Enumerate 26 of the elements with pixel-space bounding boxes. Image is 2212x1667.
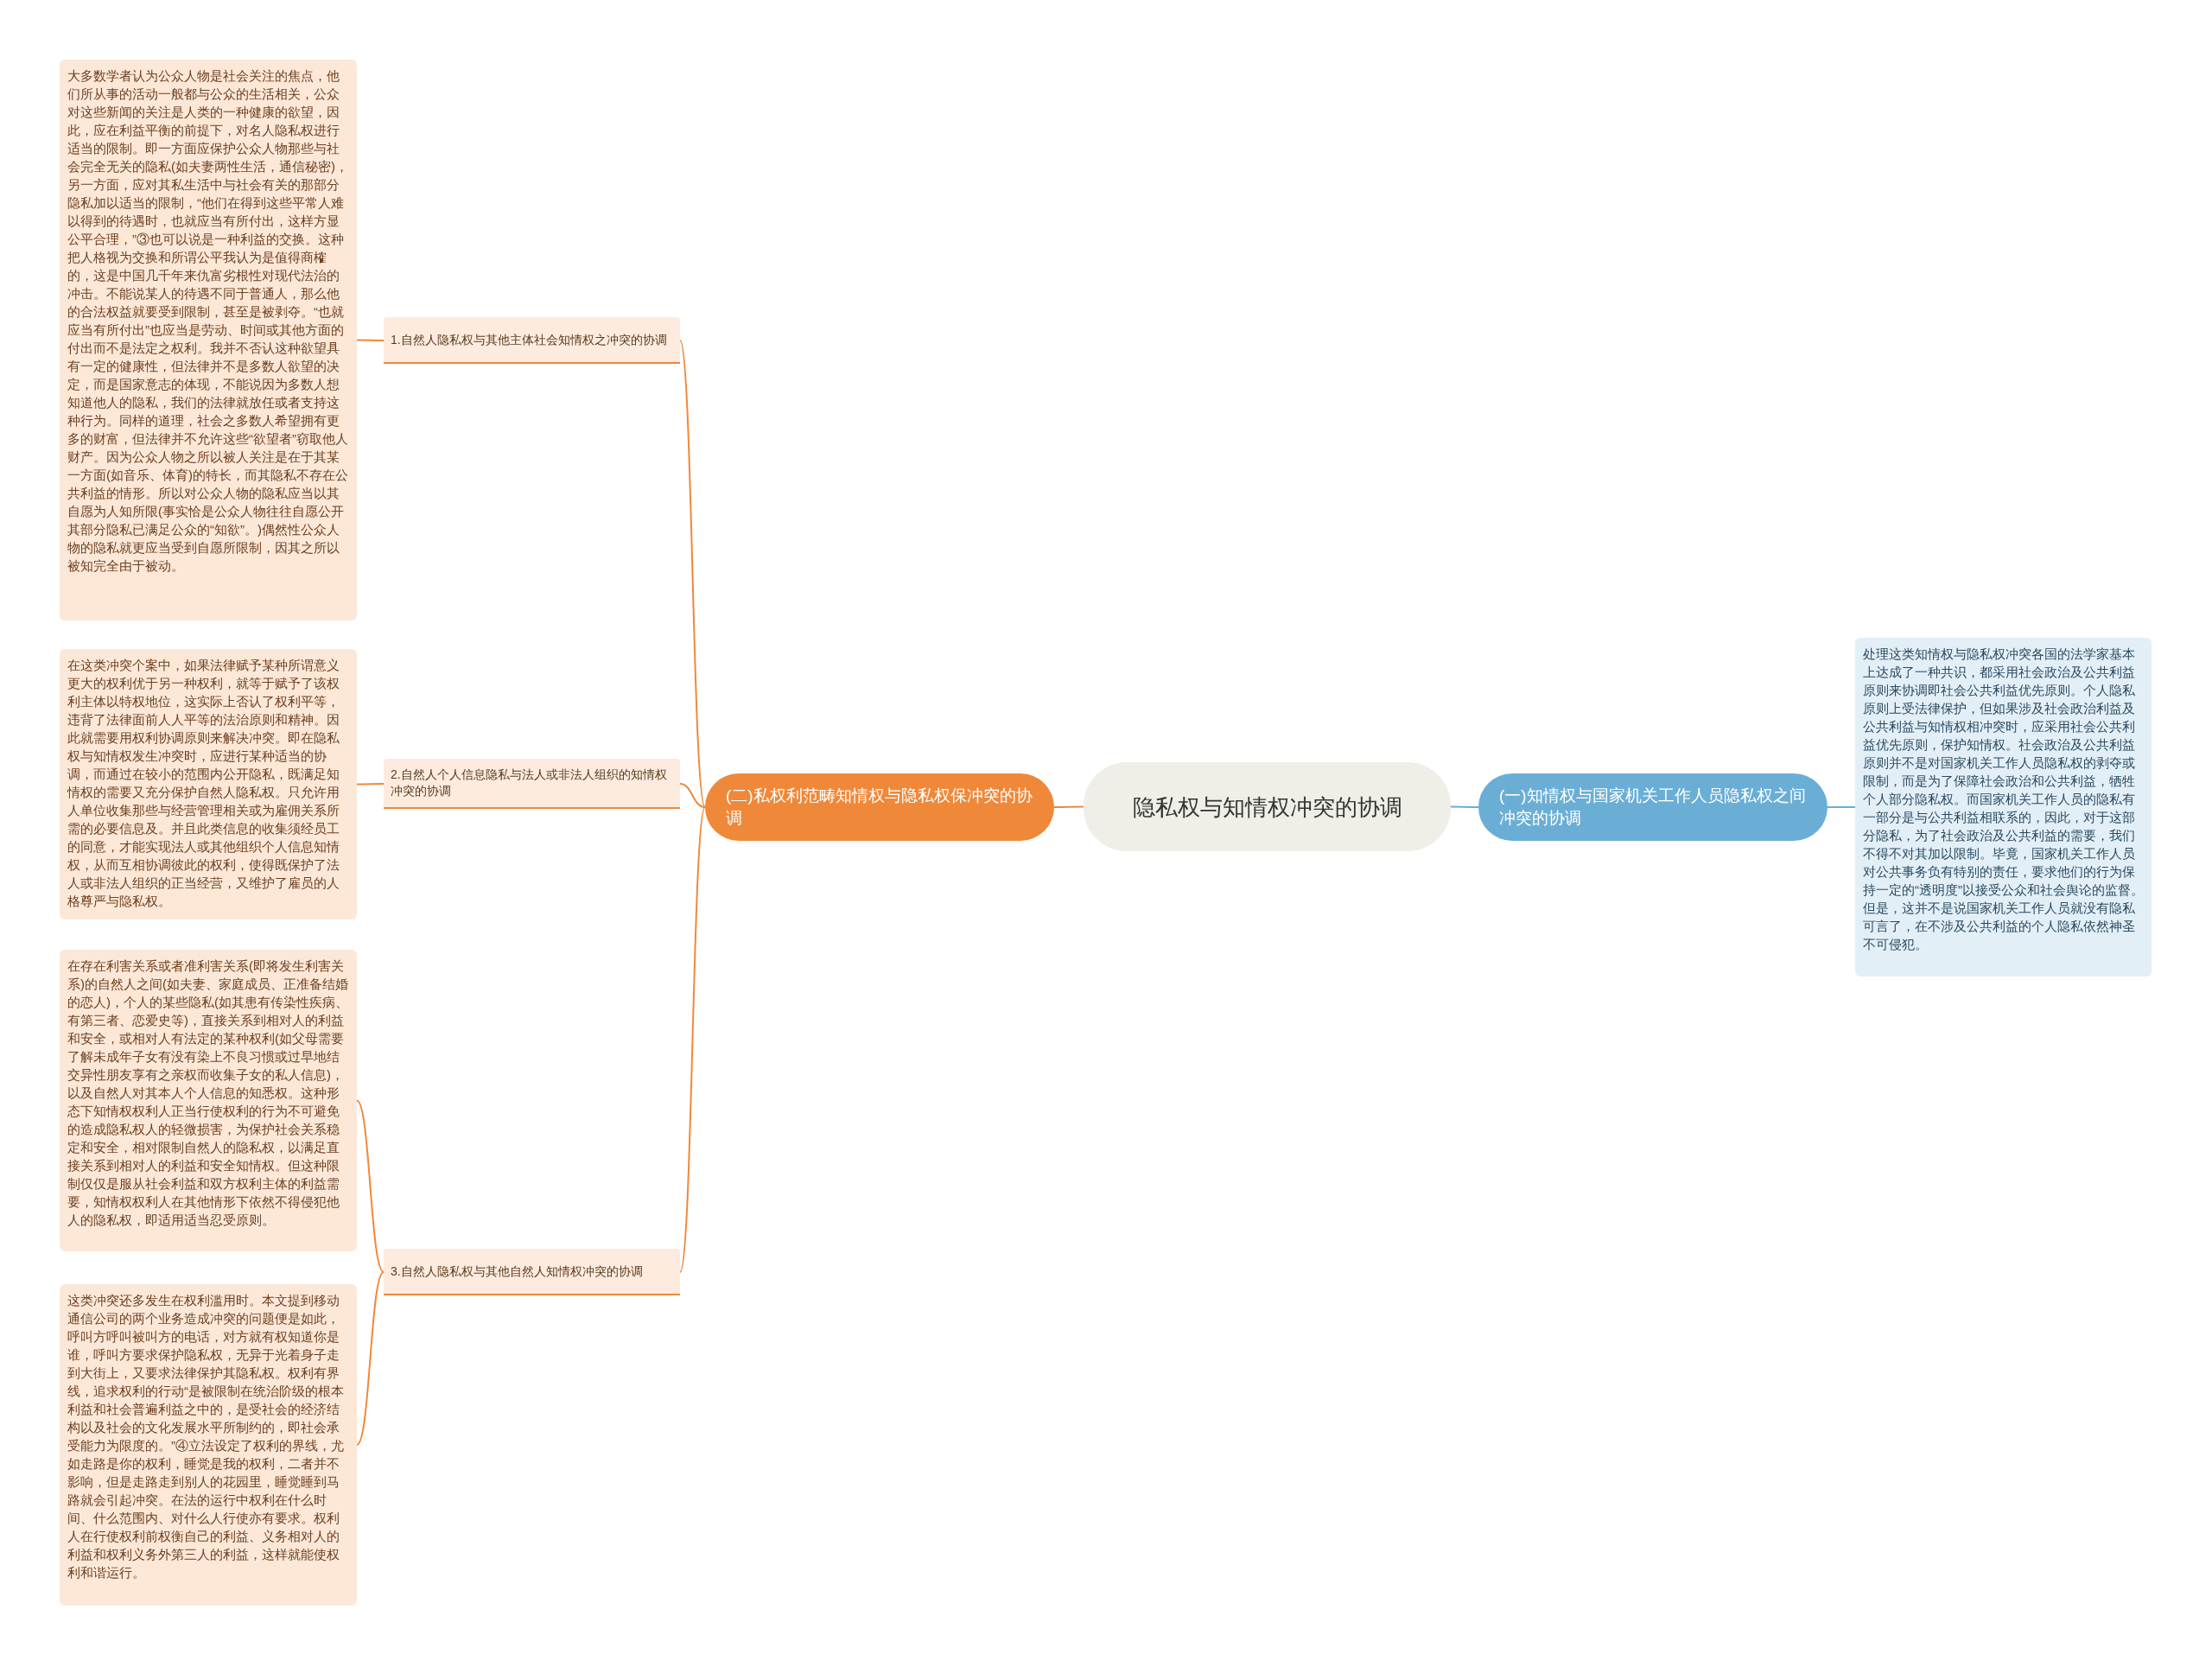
connector-line — [356, 339, 385, 341]
topic-text: 在这类冲突个案中，如果法律赋予某种所谓意义更大的权利优于另一种权利，就等于赋予了该权利主体以特权地位，这实际上否认了权利平等，违背了法律面前人人平等的法治原则和精神。因此就需要用权利协调原则来解决冲突。即在隐私权与知情权发生冲突时，应进行某种适当的协调，而通过在较小的范围内公开隐私，既满足知情权的需要又充分保护自然人隐私权。只允许用人单位收集那些与经营管理相关或为雇佣关系所需的必要信息及。并且此类信息的收集须经员工的同意，才能实现法人或其他组织个人信息知情权，从而互相协调彼此的权利，使得既保护了法人或非法人组织的正当经营，又维护了雇员的人格尊严与隐私权。 — [67, 657, 340, 910]
connector-line — [1827, 806, 1856, 808]
connector-line — [356, 1099, 385, 1273]
topic-text: 2.自然人个人信息隐私与法人或非法人组织的知情权冲突的协调 — [391, 767, 668, 799]
connector-line — [679, 806, 706, 1273]
topic-text: 3.自然人隐私权与其他自然人知情权冲突的协调 — [391, 1263, 643, 1280]
connector-line — [356, 1271, 385, 1446]
topic-text: 1.自然人隐私权与其他主体社会知情权之冲突的协调 — [391, 331, 667, 348]
topic-text: 在存在利害关系或者准利害关系(即将发生利害关系)的自然人之间(如夫妻、家庭成员、正准备结婚的恋人)，个人的某些隐私(如其患有传染性疾病、有第三者、恋爱史等)，直接关系到相对人的利益和安全，或相对人有法定的某种权利(如父母需要了解未成年子女有没有染上不良习惯或过早地结交异性朋友享有之亲权而收集子女的私人信息)，以及自然人对其本人个人信息的知悉权。这种形态下知情权权利人正当行使权利的行为不可避免的造成隐私权人的轻微损害，为保护社会关系稳定和安全，相对限制自然人的隐私权，以满足直接关系到相对人的利益和安全知情权。但这种限制仅仅是服从社会利益和双方权利主体的利益需要，知情权权利人在其他情形下依然不得侵犯他人的隐私权，即适用适当忍受原则。 — [67, 958, 349, 1229]
note-card — [60, 1284, 357, 1606]
connector-line — [1450, 805, 1479, 808]
topic-text: 处理这类知情权与隐私权冲突各国的法学家基本上达成了一种共识，都采用社会政治及公共利益原则来协调即社会公共利益优先原则。个人隐私原则上受法律保护，但如果涉及社会政治利益及公共利益与知情权相冲突时，应采用社会公共利益优先原则，保护知情权。社会政治及公共利益原则并不是对国家机关工作人员隐私权的剥夺或限制，而是为了保障社会政治和公共利益，牺牲个人部分隐私权。而国家机关工作人员的隐私有一部分是与公共利益相联系的，因此，对于这部分隐私，为了社会政治及公共利益的需要，我们不得不对其加以限制。毕竟，国家机关工作人员对公共事务负有特别的责任，要求他们的行为保持一定的“透明度”以接受公众和社会舆论的监督。但是，这并不是说国家机关工作人员就没有隐私可言了，在不涉及公共利益的个人隐私依然神圣不可侵犯。 — [1863, 646, 2144, 953]
topic-text: (二)私权利范畴知情权与隐私权保冲突的协调 — [726, 786, 1033, 829]
topic-text: 这类冲突还多发生在权利滥用时。本文提到移动通信公司的两个业务造成冲突的问题便是如此，呼叫方呼叫被叫方的电话，对方就有权知道你是谁，呼叫方要求保护隐私权，无异于光着身子走到大街上，又要求法律保护其隐私权。权利有界线，追求权利的行动“是被限制在统治阶级的根本利益和社会普遍利益之中的，是受社会的经济结构以及社会的文化发展水平所制约的，即社会承受能力为限度的。”④立法设定了权利的界线，尤如走路是你的权利，睡觉是我的权利，二者并不影响，但是走路走到别人的花园里，睡觉睡到马路就会引起冲突。在法的运行中权利在什么时间、什么范围内、对什么人行使亦有要求。权利人在行使权利前权衡自己的利益、义务相对人的利益和权利义务外第三人的利益，这样就能使权利和谐运行。 — [67, 1292, 345, 1581]
connector-line — [1053, 805, 1084, 808]
subtopic — [384, 1249, 680, 1295]
subtopic — [384, 759, 680, 809]
topic-text: 隐私权与知情权冲突的协调 — [1132, 792, 1402, 822]
subtopic — [384, 317, 680, 364]
connector-line — [679, 783, 706, 808]
connector-line — [679, 340, 706, 808]
connector-line — [356, 783, 385, 786]
topic-text: 大多数学者认为公众人物是社会关注的焦点，他们所从事的活动一般都与公众的生活相关，公众对这些新闻的关注是人类的一种健康的欲望，因此，应在利益平衡的前提下，对名人隐私权进行适当的限制。即一方面应保护公众人物那些与社会完全无关的隐私(如夫妻两性生活，通信秘密)，另一方面，应对其私生活中与社会有关的那部分隐私加以适当的限制，“他们在得到这些平常人难以得到的待遇时，也就应当有所付出，这样方显公平合理，”③也可以说是一种利益的交换。这种把人格视为交换和所谓公平我认为是值得商榷的，这是中国几千年来仇富劣根性对现代法治的冲击。不能说某人的待遇不同于普通人，那么他的合法权益就要受到限制，甚至是被剥夺。“也就应当有所付出”也应当是劳动、时间或其他方面的付出而不是法定之权利。我并不否认这种欲望具有一定的健康性，但法律并不是多数人欲望的决定，而是国家意志的体现，不能说因为多数人想知道他人的隐私，我们的法律就放任或者支持这种行为。同样的道理，社会之多数人希望拥有更多的财富，但法律并不允许这些“欲望者”窃取他人财产。因为公众人物之所以被人关注是在于其某一方面(如音乐、体育)的特长，而其隐私不存在公共利益的情形。所以对公众人物的隐私应当以其自愿为人知所限(事实恰是公众人物往往自愿公开其部分隐私已满足公众的“知欲”。)偶然性公众人物的隐私就更应当受到自愿所限制，因其之所以被知完全由于被动。 — [67, 67, 349, 575]
branch-topic — [705, 773, 1054, 841]
topic-text: (一)知情权与国家机关工作人员隐私权之间冲突的协调 — [1499, 786, 1807, 829]
